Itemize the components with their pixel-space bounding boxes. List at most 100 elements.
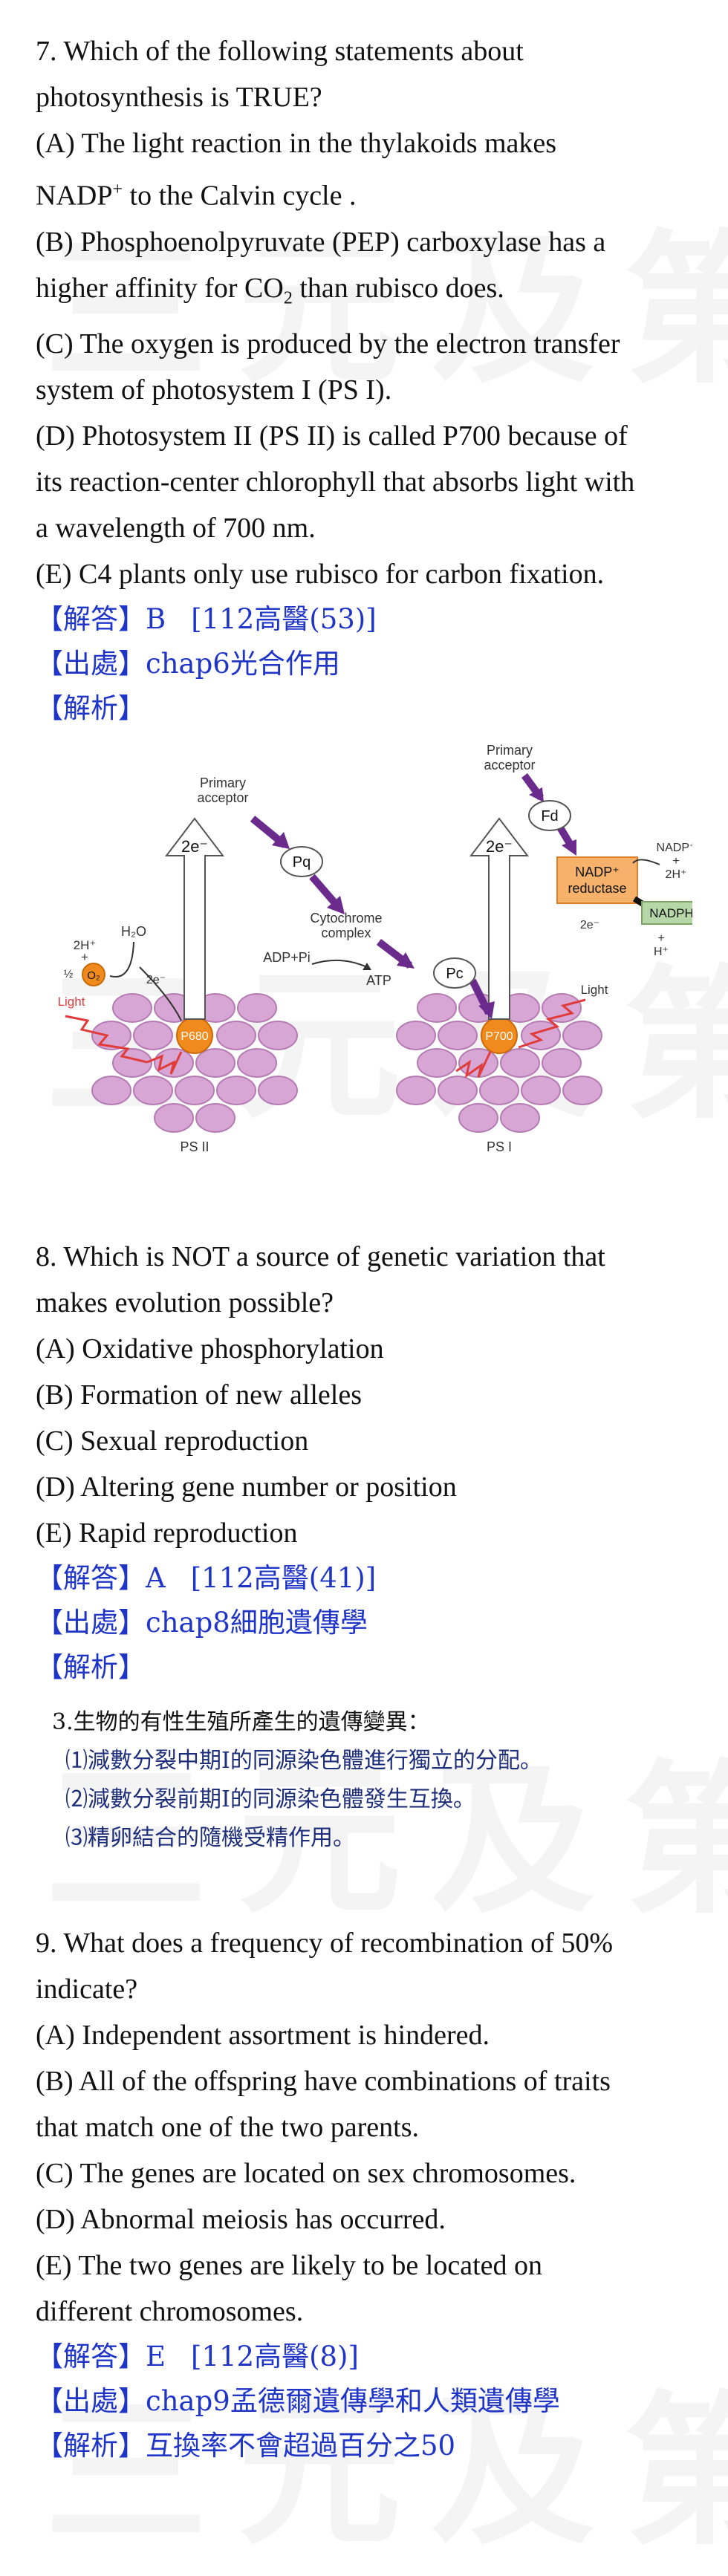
- option-e-line-1: (E) C4 plants only use rubisco for carbo…: [36, 559, 605, 591]
- plus-sign-3: +: [81, 950, 88, 964]
- option-c-line-2: system of photosystem I (PS I).: [36, 374, 392, 406]
- primary-acceptor-right: Primary: [487, 744, 533, 758]
- answer-label: 【解答】: [36, 603, 146, 636]
- nadp-superscript: +: [112, 180, 123, 199]
- note-item: ⑶精卵結合的隨機受精作用。: [65, 1825, 355, 1852]
- source-row: 【出處】chap6光合作用: [36, 642, 692, 686]
- option-a: (A) Oxidative phosphorylation: [36, 1333, 384, 1365]
- fd-carrier: [528, 800, 571, 832]
- light-wave-left: [65, 1015, 148, 1064]
- affinity-text: higher affinity for CO: [36, 272, 284, 304]
- option-b-line-2: higher affinity for CO2 than rubisco doe…: [36, 265, 692, 322]
- exam-tag: [112高醫(8)]: [191, 2341, 359, 2373]
- ps1-energy-arrow: [469, 817, 530, 1021]
- p680-label: P680: [181, 1030, 208, 1043]
- question-9-stem-line-1: 9. What does a frequency of recombinatio…: [36, 1928, 613, 1959]
- energy-transfer-left: [146, 1051, 183, 1075]
- answer-label: 【解答】: [36, 1562, 146, 1595]
- co2-subscript: 2: [283, 288, 293, 308]
- question-8: 8. Which is NOT a source of genetic vari…: [36, 1234, 692, 1858]
- option-e-line-1: (E) The two genes are likely to be locat…: [36, 2250, 542, 2282]
- nadp-input-arrow: [632, 859, 660, 866]
- analysis-label: 【解析】: [36, 2430, 146, 2462]
- analysis-row: 【解析】互換率不會超過百分之50: [36, 2424, 692, 2468]
- nadp-reductase-label: NADP⁺: [575, 865, 620, 879]
- cytochrome-label-2: complex: [321, 926, 371, 940]
- option-a: (A) Independent assortment is hindered.: [36, 2020, 490, 2052]
- note-heading: 3.生物的有性生殖所產生的遺傳變異：: [52, 1709, 430, 1736]
- photosynthesis-diagram: P680 P700 2e⁻ 2e⁻ Primary acceptor Prima…: [36, 743, 702, 1179]
- answer-value: A: [146, 1562, 166, 1595]
- note-item: ⑴減數分裂中期Ⅰ的同源染色體進行獨立的分配。: [65, 1748, 542, 1775]
- analysis-text: 互換率不會超過百分之50: [146, 2430, 456, 2462]
- answer-row: 【解答】B [112高醫(53)]: [36, 597, 692, 642]
- option-a-line-1: (A) The light reaction in the thylakoids…: [36, 128, 557, 159]
- pc-carrier: [433, 957, 476, 989]
- note-item: ⑵減數分裂前期Ⅰ的同源染色體發生互換。: [65, 1786, 475, 1813]
- source-label: 【出處】: [36, 648, 146, 680]
- plus-sign: +: [672, 855, 679, 868]
- pq-label: Pq: [293, 854, 311, 871]
- option-d-line-2: its reaction-center chlorophyll that abs…: [36, 466, 635, 498]
- source-label: 【出處】: [36, 2385, 146, 2418]
- energy-transfer-right: [455, 1051, 492, 1079]
- option-a-line-2: NADP+ to the Calvin cycle .: [36, 166, 692, 219]
- document-page: 7. Which of the following statements abo…: [36, 36, 702, 2468]
- atp-label: ATP: [366, 973, 391, 988]
- analysis-label: 【解析】: [36, 692, 146, 725]
- water-split-arrow: [109, 942, 134, 978]
- primary-acceptor-left-2: acceptor: [197, 790, 248, 805]
- light-wave-right: [518, 998, 586, 1049]
- electron-transport-heads: [272, 787, 576, 1020]
- ps2-energy-arrow: [164, 817, 225, 1021]
- ps2-electron-label: 2e⁻: [181, 837, 208, 856]
- nadph-label: NADPH: [649, 906, 692, 920]
- answer-value: B: [146, 603, 166, 636]
- light-label-right: Light: [581, 983, 608, 997]
- option-b-line-1: (B) Phosphoenolpyruvate (PEP) carboxylas…: [36, 226, 606, 258]
- option-d: (D) Altering gene number or position: [36, 1471, 457, 1503]
- nadp-reductase-label-2: reductase: [568, 881, 626, 896]
- question-9: 9. What does a frequency of recombinatio…: [36, 1920, 692, 2468]
- source-value: chap6光合作用: [146, 648, 340, 680]
- nadp-plus-label: NADP⁺: [657, 842, 692, 854]
- ps2-label: PS II: [180, 1139, 209, 1154]
- electron-small-left: 2e⁻: [146, 974, 166, 986]
- electron-small-right: 2e⁻: [580, 919, 599, 931]
- option-e: (E) Rapid reproduction: [36, 1518, 298, 1549]
- source-value: chap9孟德爾遺傳學和人類遺傳學: [146, 2385, 560, 2418]
- option-b-line-2: that match one of the two parents.: [36, 2112, 420, 2144]
- electron-transport-arrows: [250, 773, 577, 1015]
- answer-row: 【解答】E[112高醫(8)]: [36, 2335, 692, 2379]
- pq-carrier: [280, 846, 323, 878]
- option-b: (B) Formation of new alleles: [36, 1379, 363, 1411]
- question-8-stem-line-1: 8. Which is NOT a source of genetic vari…: [36, 1241, 605, 1273]
- primary-acceptor-left: Primary: [200, 775, 246, 790]
- analysis-note: 3.生物的有性生殖所產生的遺傳變異： ⑴減數分裂中期Ⅰ的同源染色體進行獨立的分配…: [52, 1703, 692, 1858]
- nadp-reductase-box: [556, 856, 638, 905]
- nadp-text: NADP: [36, 180, 113, 212]
- question-9-stem-line-2: indicate?: [36, 1974, 138, 2006]
- p700-label: P700: [485, 1030, 513, 1043]
- oxygen-label: O₂: [87, 969, 100, 982]
- water-label: H₂O: [121, 924, 146, 939]
- option-c: (C) Sexual reproduction: [36, 1425, 309, 1457]
- pc-label: Pc: [446, 966, 463, 982]
- option-b-line-1: (B) All of the offspring have combinatio…: [36, 2066, 611, 2098]
- question-8-stem-line-2: makes evolution possible?: [36, 1287, 334, 1319]
- half-label: ½: [64, 968, 74, 980]
- atp-synthesis-arrow: [311, 960, 368, 969]
- exam-tag: [112高醫(53)]: [191, 603, 377, 636]
- primary-acceptor-right-2: acceptor: [484, 758, 535, 773]
- cytochrome-label: Cytochrome: [310, 911, 382, 926]
- option-d: (D) Abnormal meiosis has occurred.: [36, 2204, 446, 2236]
- analysis-label: 【解析】: [36, 1651, 146, 1684]
- analysis-row: 【解析】: [36, 1645, 692, 1690]
- two-h-left: 2H⁺: [74, 938, 97, 952]
- exam-tag: [112高醫(41)]: [190, 1562, 377, 1595]
- adp-label: ADP+Pi: [263, 950, 311, 965]
- electron-to-p680: [139, 966, 182, 1021]
- option-d-line-1: (D) Photosystem II (PS II) is called P70…: [36, 420, 628, 452]
- option-d-line-3: a wavelength of 700 nm.: [36, 513, 316, 544]
- question-7-stem-line-1: 7. Which of the following statements abo…: [36, 36, 524, 67]
